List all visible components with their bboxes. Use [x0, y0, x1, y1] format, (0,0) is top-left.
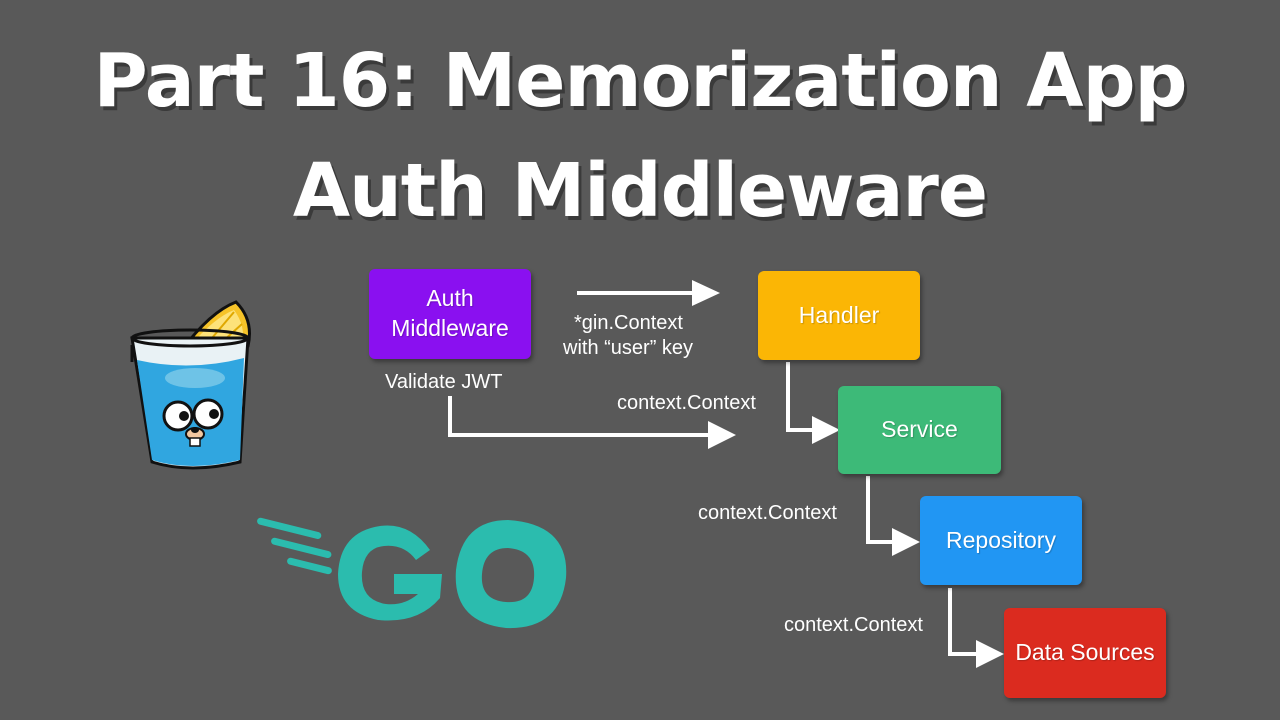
repository-box: Repository [920, 496, 1082, 585]
auth-middleware-label: Auth Middleware [391, 285, 509, 341]
title-line-2: Auth Middleware [292, 148, 988, 234]
repository-label: Repository [946, 526, 1056, 553]
handler-box: Handler [758, 271, 920, 360]
gin-context-label-line1: *gin.Context [574, 312, 683, 334]
title-line-1: Part 16: Memorization App [93, 38, 1187, 124]
validate-jwt-label: Validate JWT [385, 371, 503, 393]
context-to-data-sources-label: context.Context [784, 614, 923, 636]
gin-context-label-line2: with “user” key [563, 337, 694, 359]
context-to-service-label: context.Context [617, 392, 756, 414]
context-to-repository-label: context.Context [698, 502, 837, 524]
data-sources-box: Data Sources [1004, 608, 1166, 698]
handler-label: Handler [798, 301, 880, 328]
service-box: Service [838, 386, 1001, 474]
auth-middleware-box: Auth Middleware [369, 269, 531, 359]
data-sources-label: Data Sources [1015, 639, 1155, 666]
service-label: Service [881, 416, 958, 443]
